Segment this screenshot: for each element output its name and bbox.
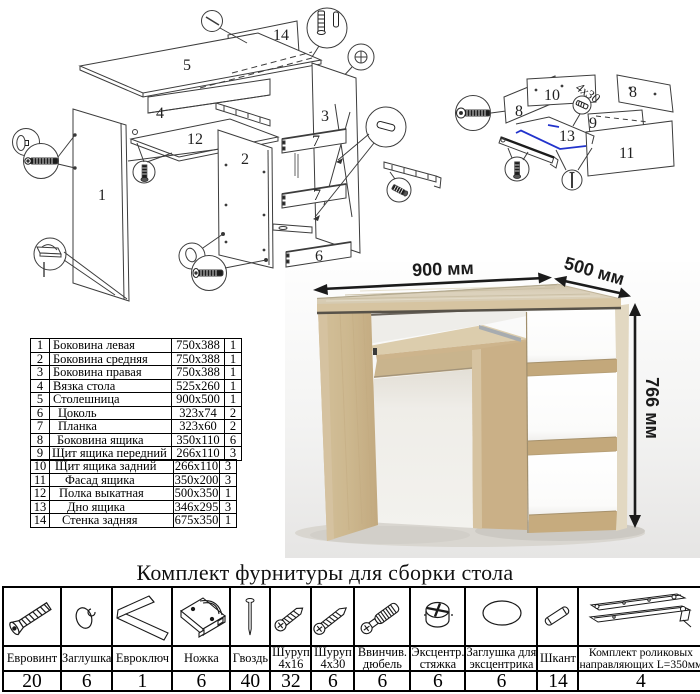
svg-text:5: 5 — [183, 57, 191, 74]
svg-text:14: 14 — [273, 27, 289, 44]
svg-text:3: 3 — [321, 108, 329, 125]
svg-text:8: 8 — [629, 84, 637, 101]
svg-text:7: 7 — [312, 133, 320, 150]
svg-text:10: 10 — [544, 87, 560, 104]
svg-text:2: 2 — [241, 151, 249, 168]
svg-text:8: 8 — [515, 103, 523, 120]
svg-text:9: 9 — [589, 115, 597, 132]
svg-text:6: 6 — [315, 248, 323, 265]
svg-text:4: 4 — [156, 105, 164, 122]
svg-text:11: 11 — [619, 145, 634, 162]
svg-text:900 мм: 900 мм — [412, 258, 474, 280]
svg-text:13: 13 — [559, 128, 575, 145]
svg-text:766 мм: 766 мм — [642, 377, 662, 439]
svg-text:12: 12 — [187, 131, 203, 148]
svg-text:7: 7 — [313, 187, 321, 204]
svg-text:1: 1 — [98, 187, 106, 204]
